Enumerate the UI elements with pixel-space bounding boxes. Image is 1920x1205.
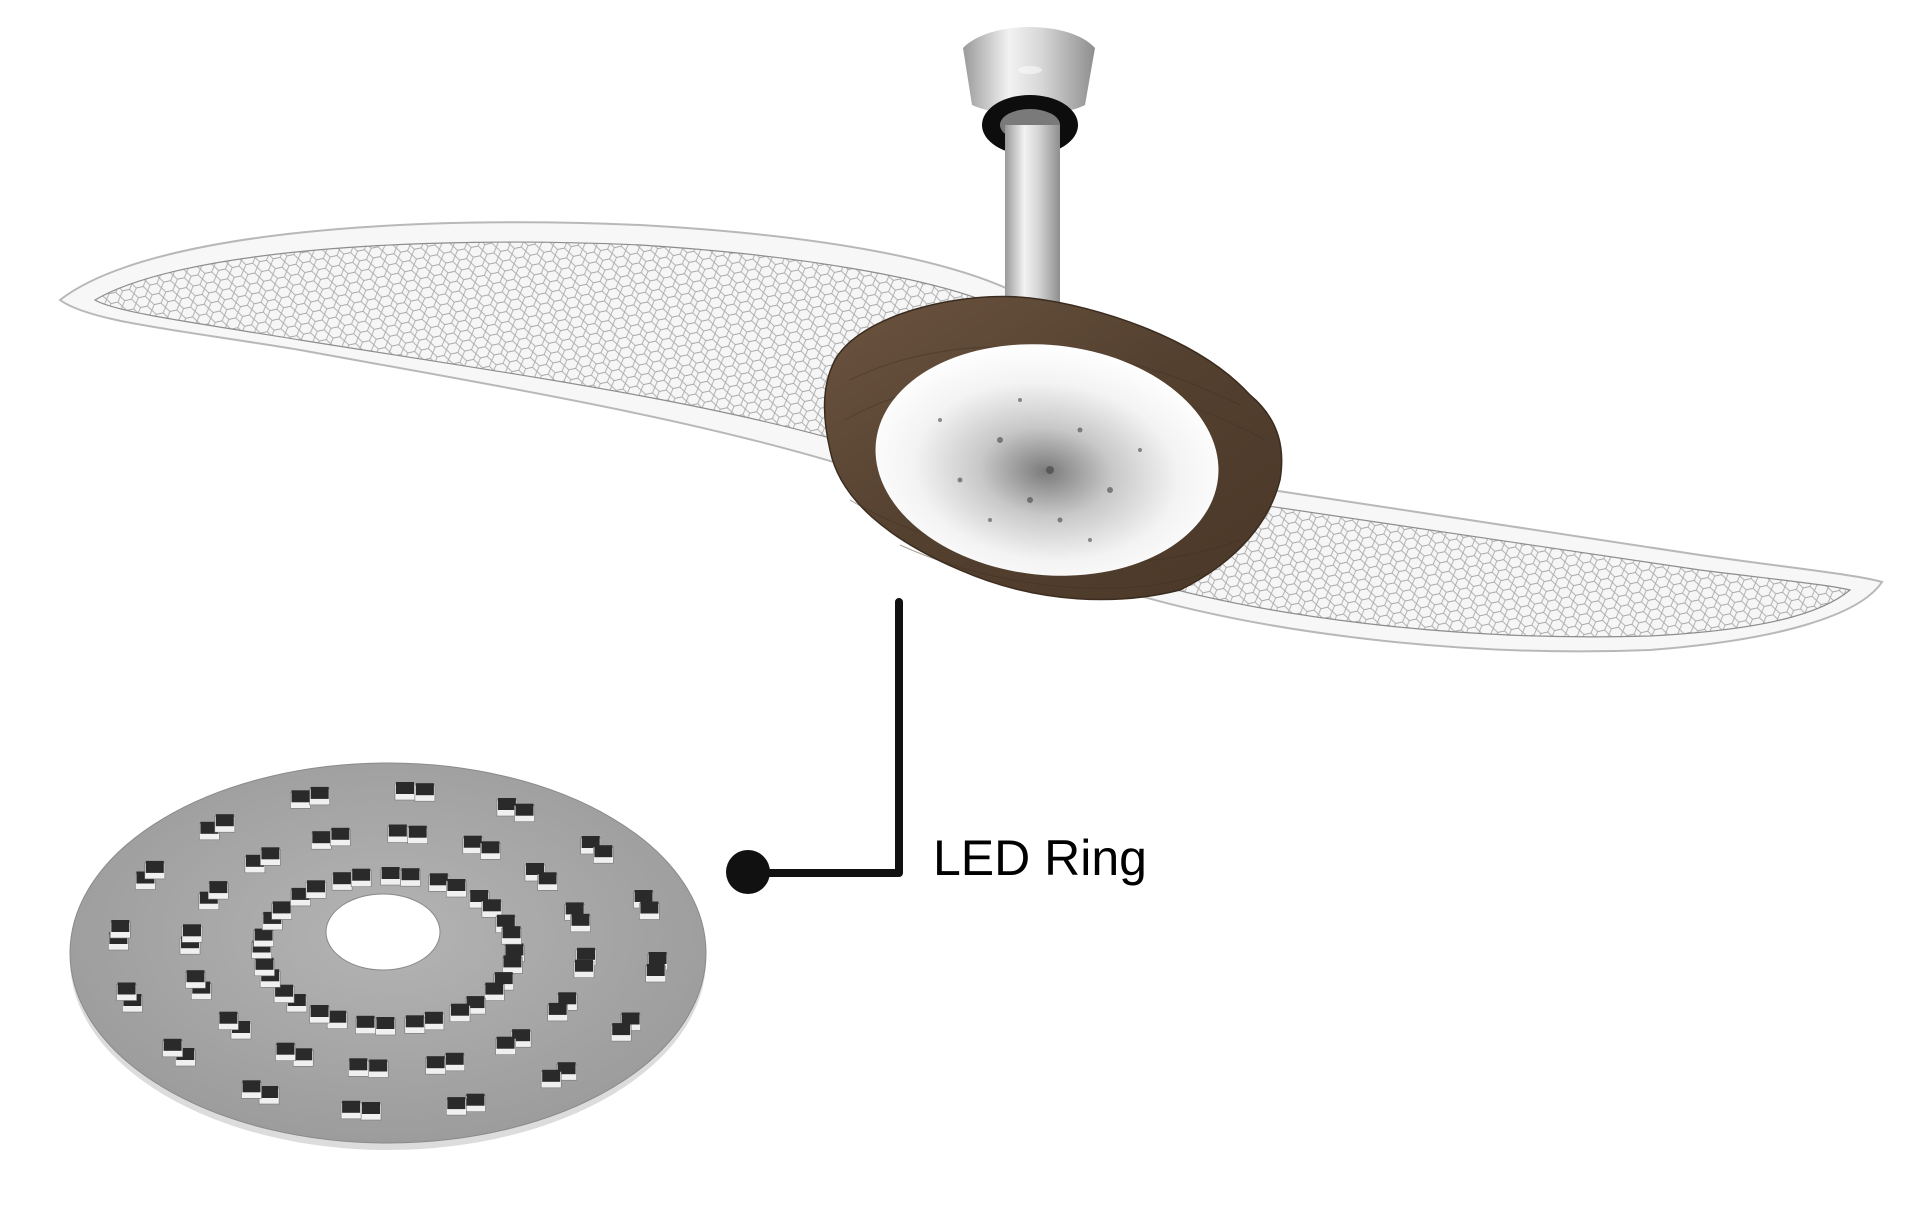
led-chip	[565, 902, 584, 915]
led-chip	[342, 1100, 361, 1113]
led-chip	[415, 783, 434, 796]
led-chip	[261, 847, 280, 860]
led-chip	[117, 982, 136, 995]
downrod-assembly	[963, 27, 1095, 320]
hub-housing	[823, 295, 1283, 601]
crystal-diffuser	[875, 344, 1219, 576]
led-chip	[408, 825, 427, 838]
led-chip	[294, 1048, 313, 1061]
led-chip	[209, 881, 228, 894]
led-chip	[558, 992, 577, 1005]
led-chip	[481, 841, 500, 854]
led-chip	[405, 1015, 424, 1028]
led-chip	[526, 863, 544, 875]
led-chip	[163, 1038, 182, 1051]
led-chip	[557, 1062, 576, 1075]
left-blade	[58, 221, 1032, 472]
led-chip	[496, 914, 515, 927]
led-chip	[356, 1015, 375, 1028]
led-chip	[396, 782, 414, 794]
led-chip	[571, 913, 590, 926]
led-chip	[577, 947, 595, 960]
led-chip	[640, 901, 659, 914]
led-chip	[291, 790, 310, 803]
led-chip	[648, 952, 667, 964]
led-chip	[272, 901, 291, 914]
led-chip	[183, 924, 201, 937]
led-chip	[482, 899, 501, 912]
led-chip	[376, 1017, 395, 1029]
led-chip	[548, 1002, 567, 1015]
led-chip	[429, 873, 448, 886]
led-chip	[581, 836, 600, 848]
led-ring-label: LED Ring	[933, 830, 1147, 886]
led-chip	[447, 1097, 466, 1110]
led-chip	[594, 845, 613, 858]
led-chip	[186, 970, 205, 983]
led-chip	[312, 831, 331, 844]
led-chip	[447, 879, 466, 891]
led-chip	[254, 928, 273, 941]
led-chip	[291, 887, 310, 900]
led-chip	[310, 786, 329, 799]
led-chip	[496, 1036, 515, 1049]
led-ring-callout	[726, 598, 903, 894]
led-chip	[515, 803, 534, 816]
led-chip	[494, 972, 513, 985]
led-chip	[646, 964, 665, 976]
led-chip	[575, 959, 593, 972]
led-chip	[381, 867, 400, 879]
led-chip	[349, 1058, 368, 1071]
led-chip	[502, 926, 521, 939]
led-chip	[331, 827, 350, 840]
led-chip	[328, 1010, 347, 1023]
leader-dot	[726, 850, 770, 894]
led-chip	[621, 1012, 640, 1025]
led-chip	[401, 868, 420, 881]
led-chip	[260, 1086, 279, 1098]
led-chip	[219, 1011, 238, 1024]
led-chip	[538, 872, 557, 885]
led-chip	[424, 1011, 443, 1024]
led-ring-board	[69, 762, 707, 1150]
right-blade	[1118, 468, 1884, 653]
led-chip	[497, 798, 516, 810]
led-chip	[445, 1052, 464, 1065]
center-hole	[325, 893, 441, 971]
led-chip	[466, 1093, 485, 1106]
led-chip	[145, 860, 164, 873]
led-chip	[275, 984, 294, 997]
led-chip	[255, 957, 274, 970]
led-chip	[242, 1080, 261, 1093]
led-chip	[512, 1029, 531, 1042]
led-chip	[470, 890, 489, 902]
led-chip	[466, 996, 485, 1009]
led-chip	[307, 880, 325, 893]
led-chip	[111, 920, 130, 932]
leader-line	[744, 598, 903, 877]
led-chip	[542, 1069, 561, 1082]
led-chip	[362, 1102, 380, 1114]
led-chip	[276, 1042, 295, 1055]
led-array	[108, 782, 668, 1121]
led-chip	[451, 1003, 469, 1016]
led-chip	[310, 1005, 329, 1017]
led-chip	[463, 835, 482, 848]
led-chip	[352, 868, 371, 881]
led-chip	[333, 872, 352, 885]
led-chip	[426, 1056, 445, 1069]
led-chip	[388, 824, 407, 837]
led-chip	[503, 955, 522, 968]
led-chip	[485, 982, 504, 995]
led-chip	[369, 1059, 388, 1072]
led-chip	[505, 943, 524, 956]
led-chip	[612, 1023, 631, 1036]
led-chip	[200, 821, 219, 834]
led-chip	[634, 890, 653, 902]
led-chip	[215, 814, 234, 827]
led-chip	[245, 854, 264, 867]
